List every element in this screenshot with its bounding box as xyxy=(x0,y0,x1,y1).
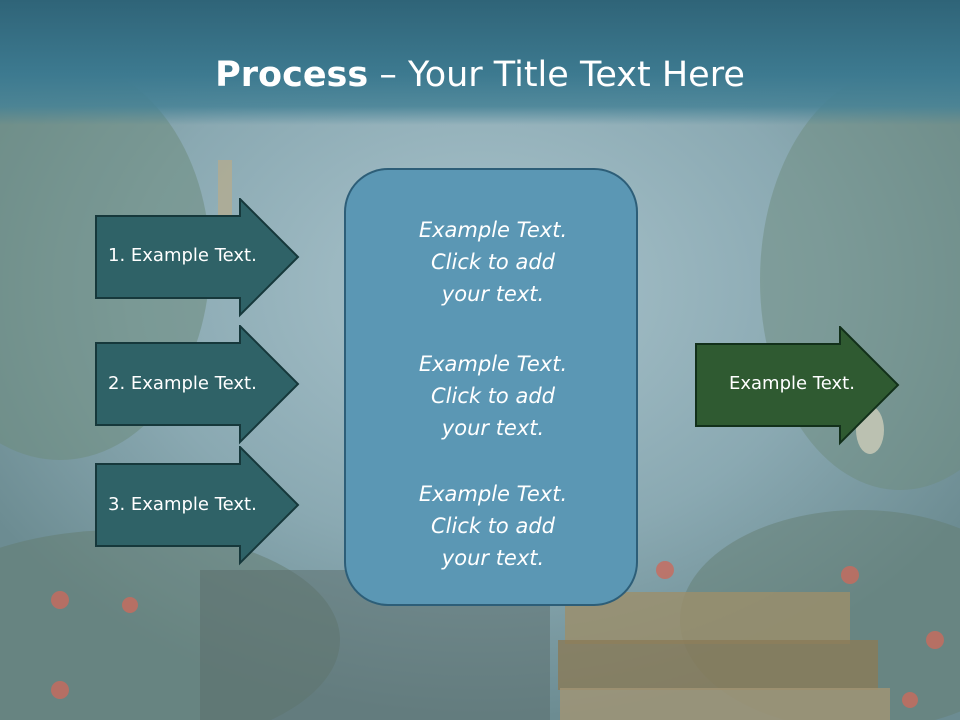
input-arrow-3[interactable] xyxy=(95,446,300,566)
block-1-line-2: Click to add xyxy=(430,250,555,274)
center-text-block-2: Example Text. Click to add your text. xyxy=(346,348,640,444)
block-2-line-3: your text. xyxy=(441,416,545,440)
center-text-block-3: Example Text. Click to add your text. xyxy=(346,478,640,574)
block-2-line-2: Click to add xyxy=(430,384,555,408)
block-1-line-3: your text. xyxy=(441,282,545,306)
block-2-line-1: Example Text. xyxy=(418,352,568,376)
output-arrow[interactable] xyxy=(695,326,900,446)
input-arrow-3-label: 3. Example Text. xyxy=(108,494,257,515)
block-3-line-2: Click to add xyxy=(430,514,555,538)
center-text-block-1: Example Text. Click to add your text. xyxy=(346,214,640,310)
slide-title: Process – Your Title Text Here xyxy=(0,52,960,98)
block-1-line-1: Example Text. xyxy=(418,218,568,242)
input-arrow-1[interactable] xyxy=(95,198,300,318)
block-3-line-1: Example Text. xyxy=(418,482,568,506)
output-arrow-label: Example Text. xyxy=(729,373,855,394)
title-band xyxy=(0,0,960,125)
center-process-box[interactable]: Example Text. Click to add your text. Ex… xyxy=(344,168,638,606)
input-arrow-1-label: 1. Example Text. xyxy=(108,245,257,266)
title-bold: Process xyxy=(215,55,369,95)
block-3-line-3: your text. xyxy=(441,546,545,570)
input-arrow-2[interactable] xyxy=(95,325,300,445)
title-rest: – Your Title Text Here xyxy=(368,55,745,95)
input-arrow-2-label: 2. Example Text. xyxy=(108,373,257,394)
